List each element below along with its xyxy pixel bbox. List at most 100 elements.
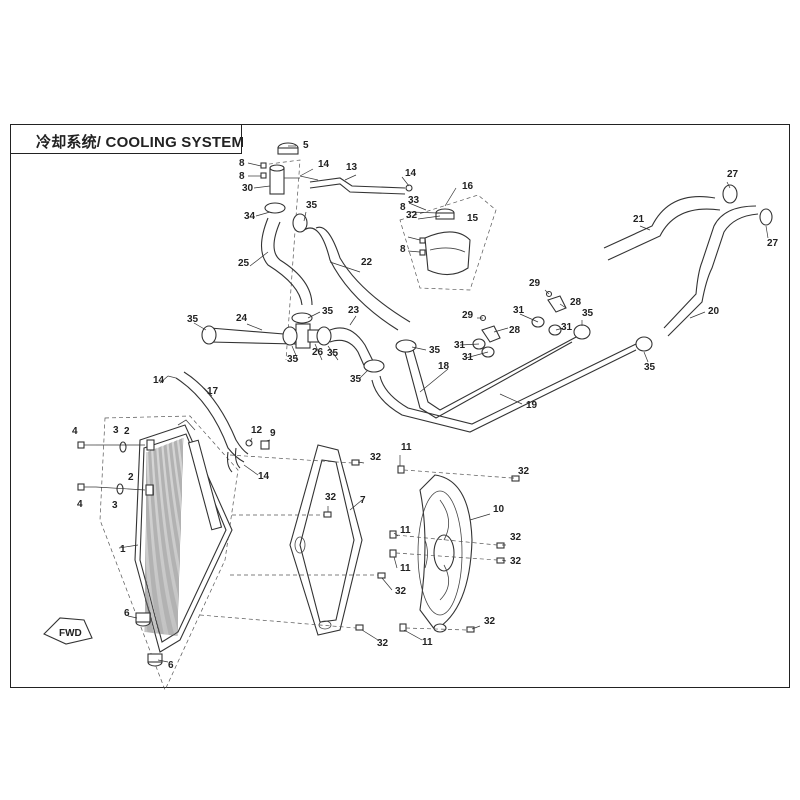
callout-5: 5 [303,140,309,151]
callout-11: 11 [422,637,433,648]
callout-21: 21 [633,214,645,225]
hose-22 [303,226,411,331]
callout-14: 14 [318,159,330,170]
clamps-35 [201,202,653,373]
callout-14: 14 [258,471,270,482]
callout-11: 11 [401,442,412,453]
filler-neck [269,164,300,195]
brackets-28-31 [472,290,567,358]
callout-35: 35 [350,374,362,385]
diagram-frame [10,124,790,688]
damper-2-upper [146,439,155,451]
callout-7: 7 [360,495,366,506]
callout-31: 31 [462,352,474,363]
callout-35: 35 [306,200,318,211]
callout-8: 8 [239,158,245,169]
callout-35: 35 [582,308,594,319]
mount-11-a [397,465,405,474]
clip-8-c [419,237,426,244]
callout-23: 23 [348,305,360,316]
callout-35: 35 [327,348,339,359]
callout-32: 32 [377,638,389,649]
washer-3-lower [116,483,124,495]
callout-32: 32 [325,492,337,503]
callout-2: 2 [124,426,130,437]
callout-27: 27 [767,238,779,249]
callout-33: 33 [408,195,420,206]
callout-26: 26 [312,347,324,358]
radiator [134,419,233,653]
callout-19: 19 [526,400,538,411]
callout-28: 28 [570,297,582,308]
hose-24 [209,327,297,345]
coolant-reservoir [424,208,471,276]
radiator-group-outline [99,415,239,691]
cooling-fan [417,474,473,633]
callout-22: 22 [361,257,373,268]
mount-11-b [389,530,397,539]
callout-25: 25 [238,258,250,269]
hose-17 [175,371,249,463]
hose-14-upper [299,175,319,181]
hose-25 [260,217,313,306]
hose-13 [309,177,406,189]
fwd-arrow: FWD [43,617,93,645]
clip-8-a [260,162,267,169]
bolt-4-upper [77,441,96,449]
callout-27: 27 [727,169,739,180]
mount-11-c [389,549,397,558]
callout-3: 3 [113,425,119,436]
hose-23 [329,327,376,371]
callout-18: 18 [438,361,450,372]
callout-29: 29 [462,310,474,321]
hose-21 [603,196,721,261]
callout-4: 4 [72,426,78,437]
hose-14-lower [226,447,241,473]
callout-31: 31 [454,340,466,351]
callout-32: 32 [484,616,496,627]
fitting-9 [260,440,270,450]
callout-24: 24 [236,313,248,324]
callout-11: 11 [400,525,411,536]
hose-20 [663,205,759,337]
callout-17: 17 [207,386,219,397]
callout-35: 35 [187,314,199,325]
clip-8-d [419,249,426,256]
callout-9: 9 [270,428,276,439]
callout-35: 35 [287,354,299,365]
callout-20: 20 [708,306,720,317]
callout-34: 34 [244,211,256,222]
svg-text:FWD: FWD [59,628,82,639]
callout-15: 15 [467,213,479,224]
callout-4: 4 [77,499,83,510]
callout-29: 29 [529,278,541,289]
cap-group-outline [261,159,301,361]
callout-14: 14 [153,375,165,386]
bolt-4-lower [77,483,96,491]
callout-28: 28 [509,325,521,336]
callout-30: 30 [242,183,254,194]
callout-32: 32 [518,466,530,477]
clamp-27-b [759,208,773,226]
mount-11-d [399,623,407,632]
clip-8-b [260,172,267,179]
callout-2: 2 [128,472,134,483]
clamp-27-a [722,184,738,204]
callout-31: 31 [513,305,525,316]
callout-32: 32 [510,556,522,567]
callout-8: 8 [400,244,406,255]
callout-32: 32 [395,586,407,597]
callout-35: 35 [644,362,656,373]
grommet-lower [147,653,163,667]
callout-32: 32 [510,532,522,543]
callout-8: 8 [239,171,245,182]
callout-14: 14 [405,168,417,179]
callout-10: 10 [493,504,505,515]
clip-14-reservoir [405,184,413,192]
callout-3: 3 [112,500,118,511]
callout-16: 16 [462,181,474,192]
callout-31: 31 [561,322,573,333]
callout-12: 12 [251,425,263,436]
reservoir-group-outline [399,194,497,291]
callout-11: 11 [400,563,411,574]
